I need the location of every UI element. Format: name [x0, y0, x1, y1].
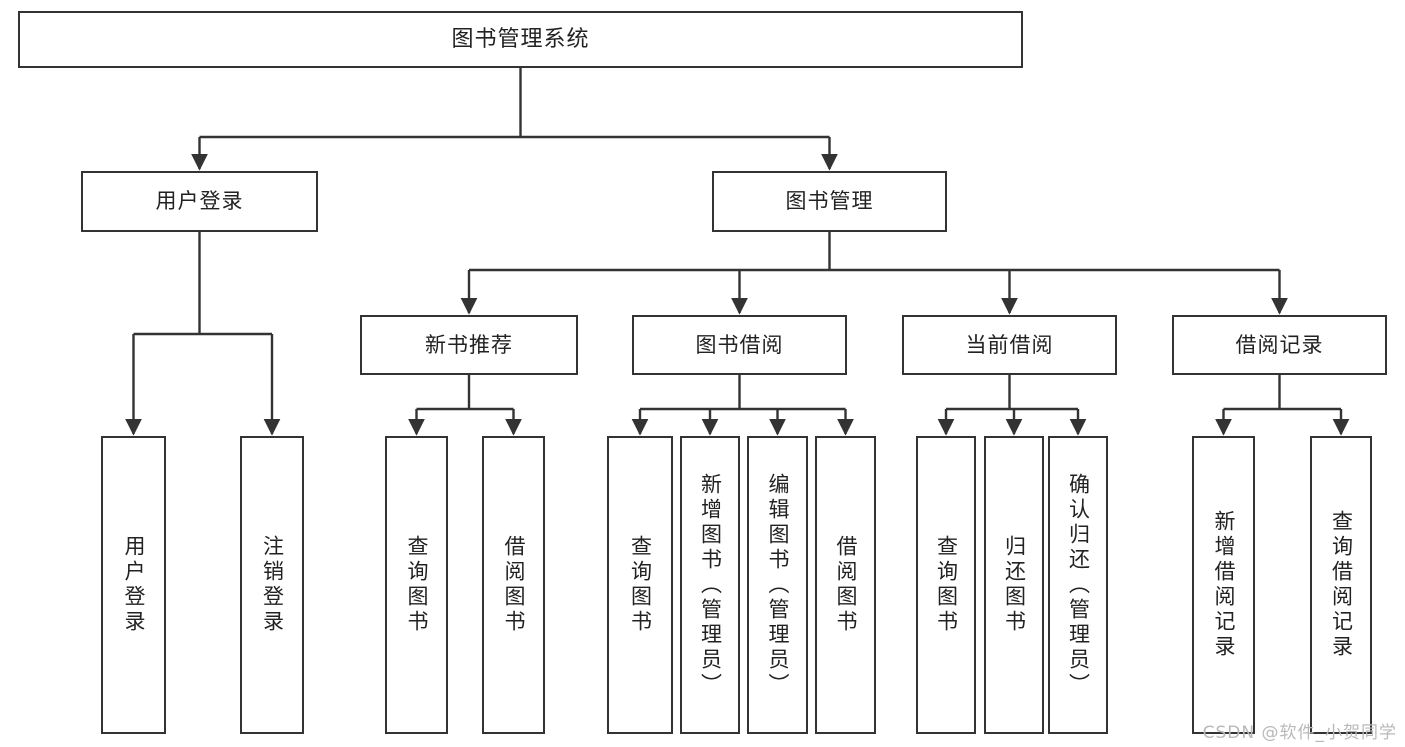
- leaf-borrow-borrow-book-label: 借阅图书: [834, 535, 858, 635]
- leaf-borrow-add-book-label: 新增图书（管理员）: [698, 472, 723, 698]
- leaf-current-return-book-label: 归还图书: [1002, 535, 1027, 635]
- leaf-borrow-query-book[interactable]: 查询图书: [607, 436, 673, 734]
- leaf-user-login[interactable]: 用户登录: [101, 436, 166, 734]
- node-user-login-label: 用户登录: [155, 189, 244, 214]
- leaf-borrow-add-book[interactable]: 新增图书（管理员）: [680, 436, 740, 734]
- leaf-logout[interactable]: 注销登录: [240, 436, 304, 734]
- leaf-record-add[interactable]: 新增借阅记录: [1192, 436, 1255, 734]
- leaf-borrow-borrow-book[interactable]: 借阅图书: [815, 436, 876, 734]
- node-current-borrow[interactable]: 当前借阅: [902, 315, 1117, 375]
- leaf-record-query[interactable]: 查询借阅记录: [1310, 436, 1372, 734]
- node-new-book-recommend-label: 新书推荐: [425, 332, 513, 357]
- leaf-recommend-borrow-book-label: 借阅图书: [502, 535, 526, 635]
- node-book-borrow[interactable]: 图书借阅: [632, 315, 847, 375]
- leaf-current-query-book[interactable]: 查询图书: [916, 436, 976, 734]
- leaf-record-query-label: 查询借阅记录: [1329, 510, 1354, 660]
- csdn-watermark: CSDN @软件_小贺同学: [1202, 723, 1397, 743]
- node-current-borrow-label: 当前借阅: [965, 332, 1054, 357]
- leaf-borrow-edit-book-label: 编辑图书（管理员）: [766, 472, 790, 698]
- node-new-book-recommend[interactable]: 新书推荐: [360, 315, 578, 375]
- node-borrow-record[interactable]: 借阅记录: [1172, 315, 1387, 375]
- leaf-borrow-query-book-label: 查询图书: [628, 535, 653, 635]
- leaf-current-confirm-return[interactable]: 确认归还（管理员）: [1048, 436, 1108, 734]
- node-user-login[interactable]: 用户登录: [81, 171, 318, 232]
- leaf-recommend-query-book[interactable]: 查询图书: [385, 436, 448, 734]
- node-root-label: 图书管理系统: [451, 26, 590, 52]
- leaf-current-return-book[interactable]: 归还图书: [984, 436, 1044, 734]
- leaf-recommend-borrow-book[interactable]: 借阅图书: [482, 436, 545, 734]
- leaf-logout-label: 注销登录: [260, 535, 285, 635]
- node-root[interactable]: 图书管理系统: [18, 11, 1023, 68]
- leaf-current-confirm-return-label: 确认归还（管理员）: [1066, 472, 1091, 698]
- node-book-manage-label: 图书管理: [785, 189, 874, 214]
- leaf-user-login-label: 用户登录: [122, 535, 146, 635]
- node-book-borrow-label: 图书借阅: [695, 332, 784, 357]
- leaf-current-query-book-label: 查询图书: [934, 535, 959, 635]
- leaf-borrow-edit-book[interactable]: 编辑图书（管理员）: [747, 436, 808, 734]
- leaf-record-add-label: 新增借阅记录: [1212, 510, 1236, 660]
- node-borrow-record-label: 借阅记录: [1235, 332, 1324, 357]
- node-book-manage[interactable]: 图书管理: [712, 171, 947, 232]
- leaf-recommend-query-book-label: 查询图书: [405, 535, 429, 635]
